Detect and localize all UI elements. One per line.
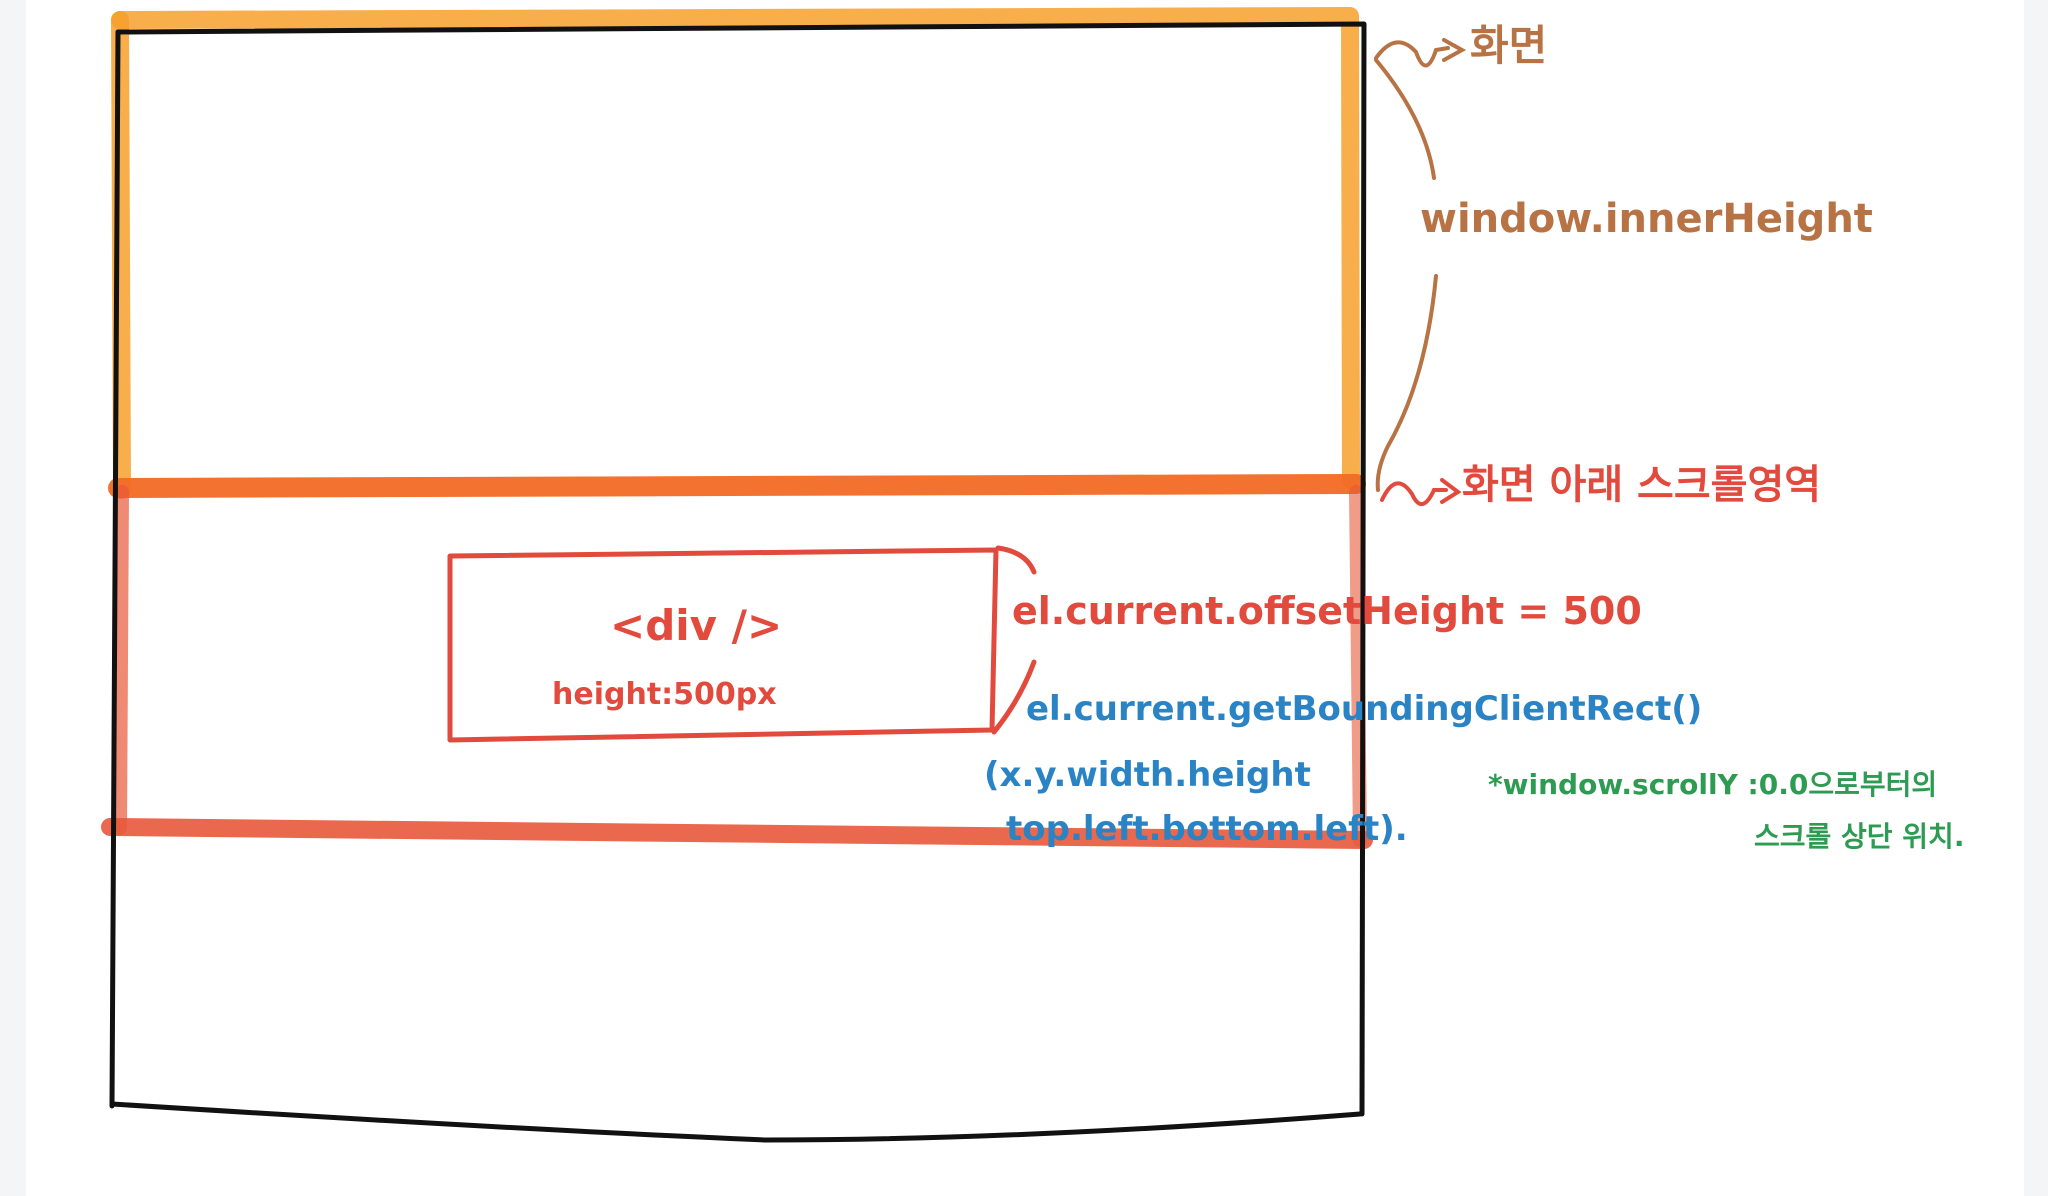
- screen-highlight: [108, 7, 1366, 499]
- div-box: [447, 547, 999, 743]
- screen-label: 화면: [1470, 21, 1547, 70]
- bounding-rect-label: el.current.getBoundingClientRect(): [1026, 689, 1702, 729]
- scroll-y-note-line-2: 스크롤 상단 위치.: [1754, 820, 1964, 853]
- page-outline: [109, 21, 1367, 1143]
- bounding-props-line-2: top.left.bottom.left).: [1006, 809, 1408, 849]
- inner-height-label: window.innerHeight: [1420, 196, 1873, 242]
- whiteboard-canvas: <div /> height:500px 화면 window.innerHeig…: [26, 0, 2024, 1196]
- bounding-props-line-1: (x.y.width.height: [984, 755, 1311, 795]
- inner-height-arrows: [1374, 38, 1467, 492]
- below-scroll-area-label: 화면 아래 스크롤영역: [1462, 462, 1821, 508]
- scroll-area-highlight: [101, 485, 1373, 849]
- scroll-area-arrow: [1380, 478, 1462, 506]
- div-tag-label: <div />: [610, 601, 782, 650]
- scroll-y-note-line-1: *window.scrollY :0.0으로부터의: [1488, 768, 1937, 801]
- diagram-svg: <div /> height:500px 화면 window.innerHeig…: [101, 7, 1964, 1143]
- offset-brace: [991, 545, 1037, 735]
- div-height-label: height:500px: [552, 677, 777, 712]
- offset-height-label: el.current.offsetHeight = 500: [1012, 589, 1642, 633]
